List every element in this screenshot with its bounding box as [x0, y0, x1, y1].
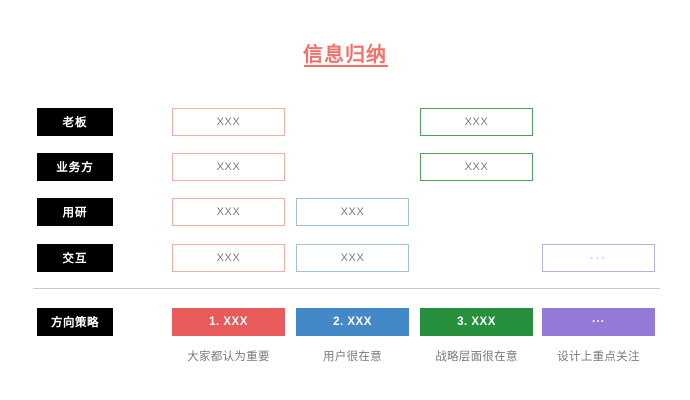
row-label-boss: 老板 — [37, 108, 113, 136]
matrix-cell-r2-c3[interactable]: XXX — [420, 153, 533, 181]
strategy-chip-4[interactable]: ··· — [542, 308, 655, 336]
strategy-row: 方向策略 1. XXX 2. XXX 3. XXX ··· — [0, 308, 690, 336]
matrix-cell-r1-c3[interactable]: XXX — [420, 108, 533, 136]
matrix-row-2: 业务方 XXX XXX — [0, 153, 690, 181]
matrix-cell-r4-c2[interactable]: XXX — [296, 244, 409, 272]
row-label-interaction: 交互 — [37, 244, 113, 272]
matrix-row-4: 交互 XXX XXX ··· — [0, 244, 690, 272]
matrix-row-3: 用研 XXX XXX — [0, 198, 690, 226]
matrix-cell-r4-c4[interactable]: ··· — [542, 244, 655, 272]
matrix-row-1: 老板 XXX XXX — [0, 108, 690, 136]
strategy-caption-1: 大家都认为重要 — [187, 351, 270, 363]
row-label-research: 用研 — [37, 198, 113, 226]
title-underline — [304, 65, 388, 67]
strategy-caption-2: 用户很在意 — [323, 351, 382, 363]
section-divider — [33, 288, 660, 289]
strategy-caption-4: 设计上重点关注 — [557, 351, 640, 363]
matrix-cell-r3-c2[interactable]: XXX — [296, 198, 409, 226]
matrix-cell-r4-c1[interactable]: XXX — [172, 244, 285, 272]
strategy-chip-1[interactable]: 1. XXX — [172, 308, 285, 336]
matrix-cell-r1-c1[interactable]: XXX — [172, 108, 285, 136]
strategy-chip-2[interactable]: 2. XXX — [296, 308, 409, 336]
strategy-caption-row: 大家都认为重要 用户很在意 战略层面很在意 设计上重点关注 — [0, 346, 690, 366]
matrix-cell-r2-c1[interactable]: XXX — [172, 153, 285, 181]
strategy-chip-3[interactable]: 3. XXX — [420, 308, 533, 336]
matrix-cell-r3-c1[interactable]: XXX — [172, 198, 285, 226]
row-label-business: 业务方 — [37, 153, 113, 181]
row-label-strategy: 方向策略 — [37, 308, 113, 336]
page-title: 信息归纳 — [303, 44, 387, 66]
strategy-caption-3: 战略层面很在意 — [435, 351, 518, 363]
